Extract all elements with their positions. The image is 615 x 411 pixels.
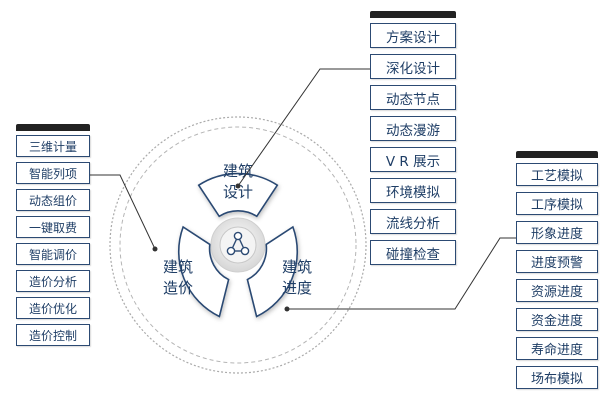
leader-line-design — [235, 68, 370, 189]
inner-ring — [119, 126, 357, 364]
cost-item-8[interactable]: 造价控制 — [16, 324, 90, 346]
share-nodes-icon — [226, 231, 250, 256]
segment-progress-label-line2: 进度 — [282, 279, 312, 297]
progress-items-column: 工艺模拟工序模拟形象进度进度预警资源进度资金进度寿命进度场布模拟 — [516, 151, 598, 389]
design-item-1[interactable]: 方案设计 — [370, 23, 456, 48]
design-item-2[interactable]: 深化设计 — [370, 54, 456, 79]
cost-item-7[interactable]: 造价优化 — [16, 297, 90, 319]
segment-cost-label-line2: 造价 — [163, 279, 193, 297]
design-item-7[interactable]: 流线分析 — [370, 209, 456, 234]
progress-item-6[interactable]: 资金进度 — [516, 308, 598, 331]
cost-item-2[interactable]: 智能列项 — [16, 162, 90, 184]
cost-item-6[interactable]: 造价分析 — [16, 270, 90, 292]
progress-item-2[interactable]: 工序模拟 — [516, 192, 598, 215]
design-item-3[interactable]: 动态节点 — [370, 85, 456, 110]
design-item-6[interactable]: 环境模拟 — [370, 178, 456, 203]
cost-item-3[interactable]: 动态组价 — [16, 189, 90, 211]
progress-item-8[interactable]: 场布模拟 — [516, 366, 598, 389]
segment-cost-label-line1: 建筑 — [163, 258, 193, 276]
progress-item-1[interactable]: 工艺模拟 — [516, 163, 598, 186]
cost-column-header-bar — [16, 124, 90, 131]
cost-item-1[interactable]: 三维计量 — [16, 135, 90, 157]
leader-line-progress — [284, 237, 516, 312]
segment-design[interactable] — [197, 172, 279, 218]
design-item-4[interactable]: 动态漫游 — [370, 116, 456, 141]
progress-item-4[interactable]: 进度预警 — [516, 250, 598, 273]
segment-progress[interactable] — [246, 225, 298, 318]
progress-item-5[interactable]: 资源进度 — [516, 279, 598, 302]
design-items-column: 方案设计深化设计动态节点动态漫游 V R 展示环境模拟流线分析碰撞检查 — [370, 11, 456, 265]
progress-item-3[interactable]: 形象进度 — [516, 221, 598, 244]
cost-item-4[interactable]: 一键取费 — [16, 216, 90, 238]
leader-line-cost — [90, 174, 158, 252]
cost-item-5[interactable]: 智能调价 — [16, 243, 90, 265]
design-item-5[interactable]: V R 展示 — [370, 147, 456, 172]
segment-cost[interactable] — [178, 225, 230, 318]
outer-ring — [109, 116, 367, 374]
segment-progress-label-line1: 建筑 — [282, 258, 312, 276]
progress-column-header-bar — [516, 151, 598, 158]
design-item-8[interactable]: 碰撞检查 — [370, 240, 456, 265]
cost-items-column: 三维计量智能列项动态组价一键取费智能调价造价分析造价优化造价控制 — [16, 124, 90, 346]
segment-design-label-line2: 设计 — [223, 183, 253, 201]
design-column-header-bar — [370, 11, 456, 18]
progress-item-7[interactable]: 寿命进度 — [516, 337, 598, 360]
